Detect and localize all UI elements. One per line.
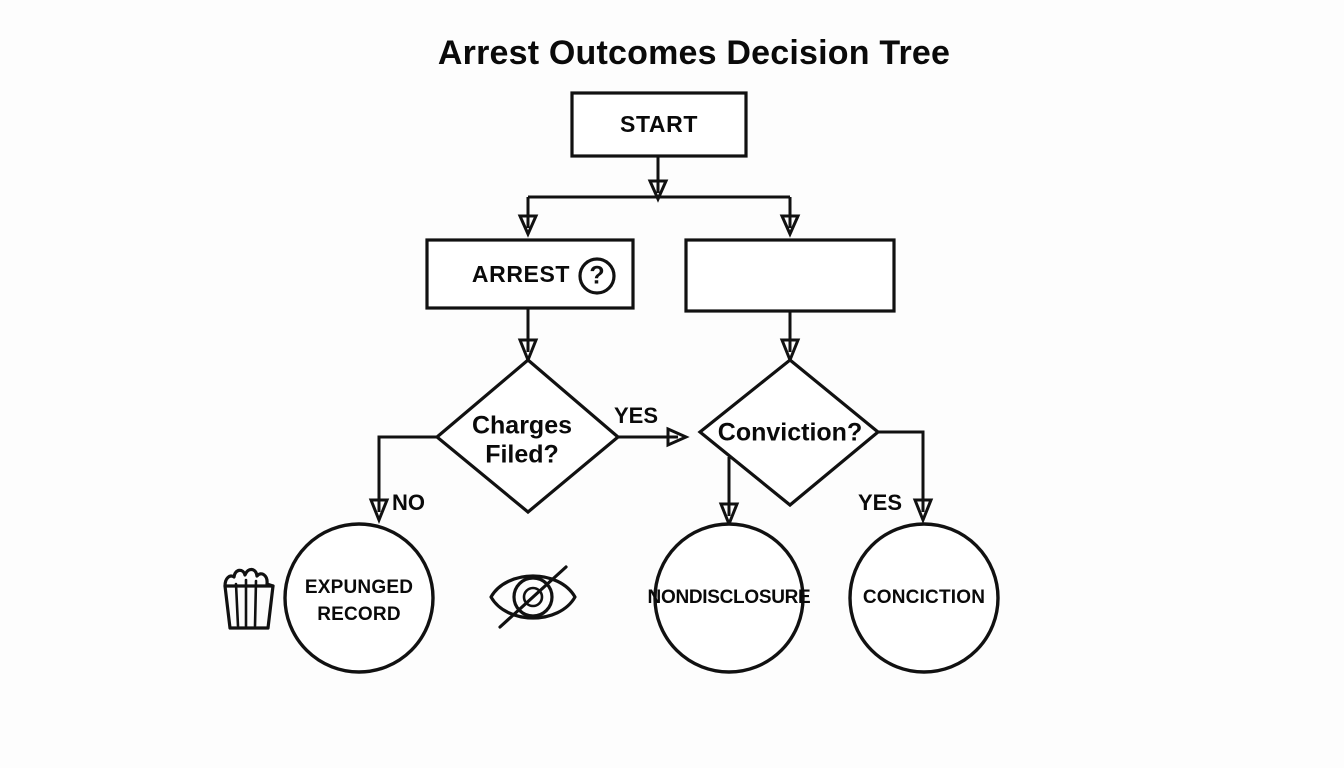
shredded-document-icon [223,567,275,630]
node-nondisclosure-label: NONDISCLOSURE [648,587,811,608]
node-start[interactable]: START [570,91,748,158]
connector-conviction-yes-arrowhead [912,498,934,525]
eye-off-icon-iris [512,576,554,618]
node-conciction[interactable]: CONCICTION [848,522,1000,674]
shredded-document-icon-strip-3 [253,579,258,628]
node-charges-filed-label-line2: Filed? [485,441,559,469]
connector-emptybox-to-conviction-arrowhead [779,338,801,365]
node-charges-filed[interactable]: Charges Filed? [434,357,621,515]
connector-conviction-yes [878,430,925,512]
question-circle-icon: ? [578,257,616,295]
connector-conviction-to-nondisclosure-arrowhead [718,502,740,529]
node-nondisclosure-circle[interactable] [653,522,805,674]
eye-off-icon [489,565,577,629]
node-expunged-record-label-line1: EXPUNGED [305,577,413,598]
node-empty-box-rect[interactable] [684,238,896,313]
node-conciction-label: CONCICTION [863,587,985,608]
connector-start-stem-arrowhead [647,179,669,203]
node-arrest-box[interactable] [425,238,635,310]
connector-layer [368,156,934,529]
shredded-document-icon-strip-1 [234,582,240,628]
node-start-label: START [620,111,698,137]
node-nondisclosure[interactable]: NONDISCLOSURE [648,522,811,674]
connector-charges-no [377,435,437,512]
connector-bus-to-arrest-arrowhead [517,214,539,238]
node-arrest[interactable]: ARREST ? [425,238,635,310]
connector-bus-to-empty-box-arrowhead [779,214,801,238]
node-conviction[interactable]: Conviction? [697,357,881,508]
node-conviction-label: Conviction? [718,419,862,447]
node-empty-box[interactable] [684,238,896,313]
node-conviction-diamond[interactable] [697,357,881,508]
node-start-box[interactable] [570,91,748,158]
connector-arrest-to-charges-arrowhead [517,338,539,365]
question-circle-icon-glyph: ? [589,262,604,290]
connector-charges-no-arrowhead [368,498,390,525]
question-circle-icon-ring [578,257,616,295]
node-charges-filed-diamond[interactable] [434,357,621,515]
node-expunged-record[interactable]: EXPUNGED RECORD [283,522,435,674]
edge-label-conviction-yes: YES [858,490,902,515]
shredded-document-icon-top [223,567,275,588]
eye-off-icon-pupil [522,586,544,608]
node-conciction-circle[interactable] [848,522,1000,674]
edge-label-charges-yes: YES [614,403,658,428]
eye-off-icon-slash [498,565,568,629]
node-charges-filed-label-line1: Charges [472,412,572,440]
page-title: Arrest Outcomes Decision Tree [438,34,950,72]
node-expunged-record-label-line2: RECORD [317,604,401,625]
node-expunged-record-circle[interactable] [283,522,435,674]
edge-label-charges-no: NO [392,490,425,515]
node-arrest-label: ARREST [472,261,570,287]
connector-charges-yes-arrowhead [666,426,690,448]
